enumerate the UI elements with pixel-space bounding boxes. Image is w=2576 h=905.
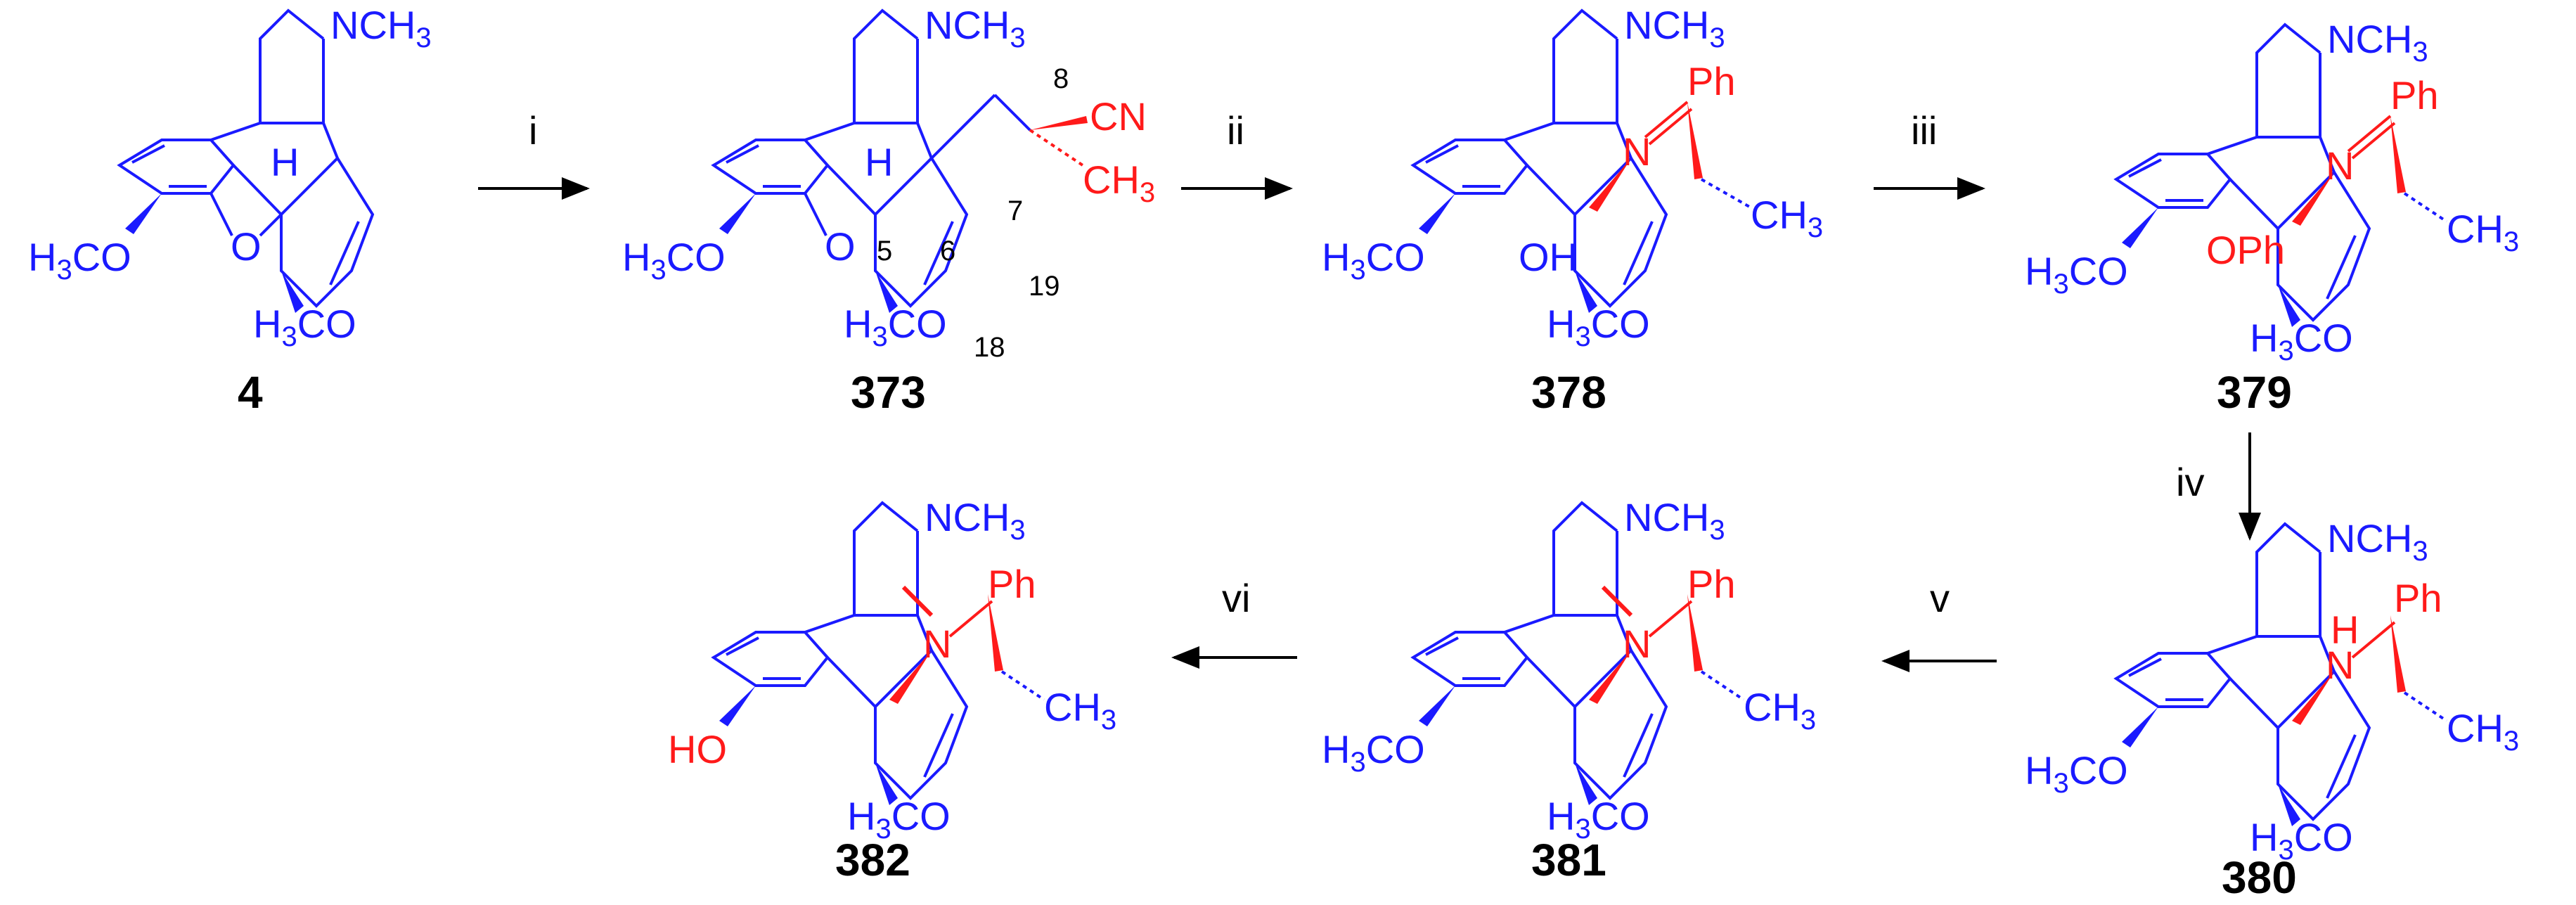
svg-text:H3CO: H3CO <box>2250 316 2353 366</box>
svg-text:H3CO: H3CO <box>844 302 947 352</box>
svg-text:NCH3: NCH3 <box>925 495 1026 546</box>
atom-number: 5 <box>877 236 892 267</box>
step-label: vi <box>1222 576 1250 620</box>
svg-text:H3CO: H3CO <box>2025 249 2128 300</box>
compound-4: NCH3 H3CO O H H3CO <box>28 3 432 352</box>
svg-text:NCH3: NCH3 <box>925 3 1026 53</box>
compound-id: 373 <box>851 367 926 418</box>
svg-text:H3CO: H3CO <box>2250 815 2353 866</box>
compound-373: NCH3 H3CO O H H3CO CN CH3 5 6 7 8 18 19 <box>622 3 1155 363</box>
svg-text:H3CO: H3CO <box>847 794 951 845</box>
svg-text:Ph: Ph <box>2394 576 2442 620</box>
svg-text:N: N <box>2326 643 2354 687</box>
methyl-label: CH3 <box>1083 158 1155 208</box>
svg-text:CH3: CH3 <box>1044 685 1116 736</box>
step-label: ii <box>1227 108 1244 153</box>
svg-text:O: O <box>825 224 856 269</box>
svg-text:NCH3: NCH3 <box>2327 516 2428 567</box>
atom-number: 7 <box>1007 195 1023 226</box>
svg-text:H3CO: H3CO <box>1547 794 1650 845</box>
compound-379: NCH3 H3CO OPh H3CO N Ph CH3 <box>2025 17 2519 366</box>
svg-text:N: N <box>2326 143 2354 188</box>
ring-oxygen-label: O <box>231 224 262 269</box>
svg-text:H3CO: H3CO <box>622 235 726 285</box>
compound-id: 382 <box>835 835 910 885</box>
svg-text:NCH3: NCH3 <box>1624 495 1725 546</box>
compound-id: 381 <box>1531 835 1606 885</box>
atom-number: 6 <box>940 236 955 267</box>
imine-n-label: N <box>1623 129 1651 174</box>
methoxy-label: H3CO <box>253 302 356 352</box>
compound-380: NCH3 H3CO H3CO N H Ph CH3 <box>2025 516 2519 866</box>
methoxy-label: H3CO <box>28 235 131 285</box>
atom-number: 18 <box>974 332 1005 363</box>
svg-text:Ph: Ph <box>988 562 1036 606</box>
nitrile-label: CN <box>1090 94 1147 139</box>
svg-text:NCH3: NCH3 <box>2327 17 2428 68</box>
svg-text:N: N <box>1623 622 1651 666</box>
compound-id: 4 <box>238 367 263 418</box>
phenol-label: HO <box>668 727 727 771</box>
svg-text:H3CO: H3CO <box>1322 727 1425 778</box>
atom-number: 19 <box>1029 271 1060 302</box>
svg-text:CH3: CH3 <box>2447 207 2519 257</box>
step-label: v <box>1930 576 1950 620</box>
step-label: iii <box>1911 108 1937 153</box>
svg-text:H3CO: H3CO <box>1547 302 1650 352</box>
step-label: i <box>529 108 537 153</box>
wedge-bond <box>125 193 162 234</box>
compound-id: 380 <box>2222 852 2297 903</box>
svg-text:CH3: CH3 <box>2447 706 2519 757</box>
compound-id: 379 <box>2217 367 2292 418</box>
phenyl-label: Ph <box>1687 59 1736 103</box>
atom-number: 8 <box>1053 63 1069 94</box>
amine-h-label: H <box>2331 608 2359 652</box>
svg-text:Ph: Ph <box>1687 562 1736 606</box>
svg-text:H: H <box>865 140 893 184</box>
compound-382: NCH3 HO H3CO N Ph CH3 <box>668 495 1116 845</box>
svg-text:H3CO: H3CO <box>1322 235 1425 285</box>
svg-text:Ph: Ph <box>2390 73 2439 117</box>
compound-381: NCH3 H3CO H3CO N Ph CH3 <box>1322 495 1816 845</box>
svg-text:N: N <box>923 622 951 666</box>
compound-id: 378 <box>1531 367 1606 418</box>
phenoxy-label: OPh <box>2206 228 2285 272</box>
svg-text:CH3: CH3 <box>1744 685 1816 736</box>
svg-text:CH3: CH3 <box>1751 193 1823 243</box>
hydrogen-label: H <box>271 140 299 184</box>
step-label: iv <box>2176 460 2204 504</box>
hydroxyl-label: OH <box>1519 235 1578 279</box>
svg-text:NCH3: NCH3 <box>1624 3 1725 53</box>
svg-text:H3CO: H3CO <box>2025 748 2128 799</box>
wedge-bond <box>281 271 304 313</box>
n-methyl-label: NCH3 <box>330 3 432 53</box>
compound-378: NCH3 H3CO OH H3CO N Ph CH3 <box>1322 3 1823 352</box>
